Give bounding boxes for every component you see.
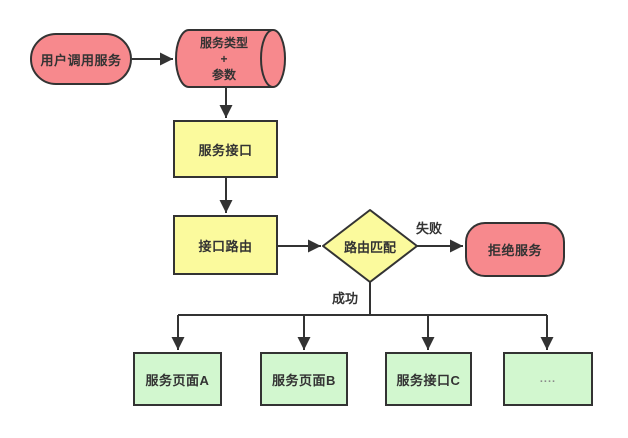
node-service-page-a: 服务页面A	[133, 352, 222, 406]
node-deny-service: 拒绝服务	[465, 222, 565, 277]
edge-label-success: 成功	[332, 291, 359, 306]
node-service-interface-label: 服务接口	[198, 142, 253, 158]
node-more: ....	[503, 352, 593, 406]
node-interface-route-label: 接口路由	[198, 238, 253, 254]
node-interface-route: 接口路由	[173, 215, 278, 275]
node-service-page-b: 服务页面B	[260, 352, 348, 406]
node-deny-service-label: 拒绝服务	[487, 243, 542, 258]
node-service-page-a-label: 服务页面A	[145, 372, 210, 388]
node-service-interface-c: 服务接口C	[385, 352, 472, 406]
node-route-match-shape	[322, 209, 418, 283]
node-start-label: 用户调用服务	[40, 52, 122, 68]
edge-label-fail: 失败	[416, 221, 443, 236]
node-service-interface: 服务接口	[173, 120, 278, 178]
node-more-label: ....	[539, 373, 557, 385]
node-start: 用户调用服务	[30, 33, 132, 85]
node-params-shape	[175, 29, 286, 88]
node-service-page-b-label: 服务页面B	[272, 372, 336, 388]
node-service-interface-c-label: 服务接口C	[396, 372, 461, 388]
